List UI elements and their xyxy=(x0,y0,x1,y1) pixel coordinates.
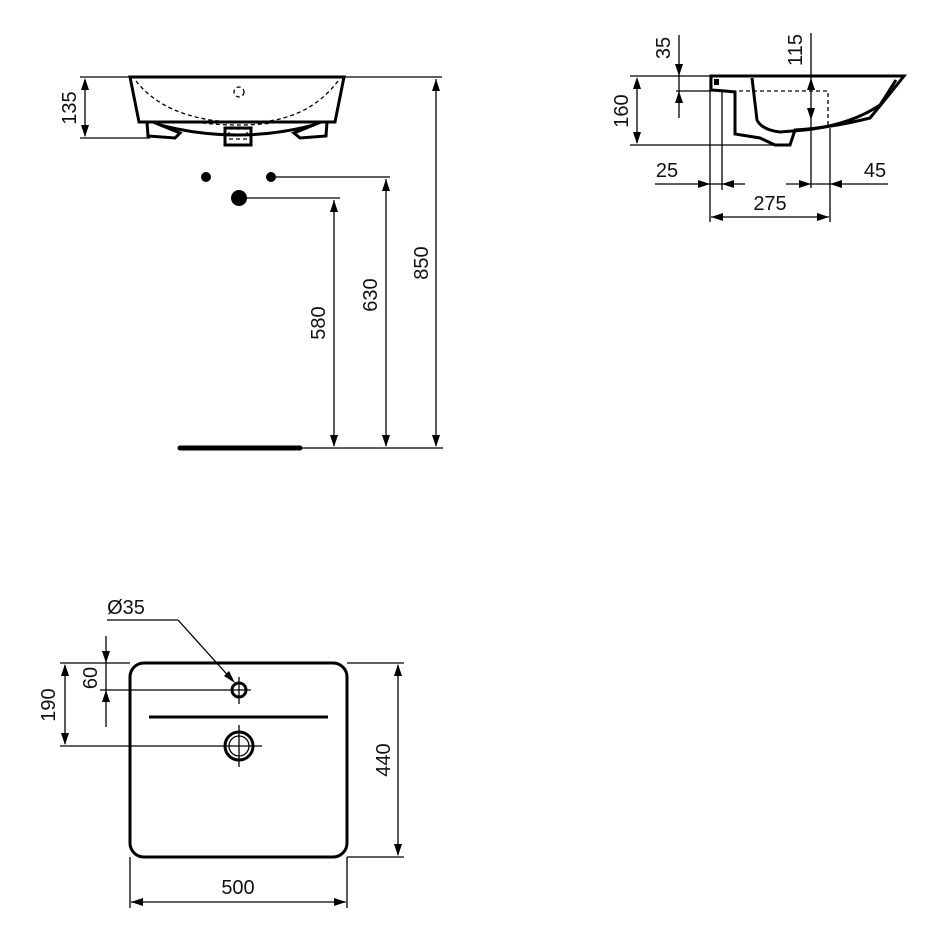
dim-tap-hole-diameter: Ø35 xyxy=(107,597,145,619)
dim-basin-height: 135 xyxy=(59,91,81,124)
dim-wall-offset: 25 xyxy=(656,160,678,182)
dim-width: 500 xyxy=(221,877,254,899)
dim-depth: 440 xyxy=(373,743,395,776)
dim-rim-height: 850 xyxy=(411,246,433,279)
dim-total-height: 160 xyxy=(611,94,633,127)
basin-side-profile xyxy=(709,74,908,147)
waste-point xyxy=(231,190,247,206)
overflow-icon xyxy=(233,86,245,98)
dim-waste-from-back: 190 xyxy=(38,688,60,721)
basin-plan-outline xyxy=(128,661,349,859)
dim-supply-height: 630 xyxy=(360,278,382,311)
dim-projection: 275 xyxy=(753,193,786,215)
dim-tap-hole-from-back: 60 xyxy=(80,667,102,689)
dim-waste-height: 580 xyxy=(308,306,330,339)
side-view: 160 35 115 25 45 275 xyxy=(611,33,908,222)
dim-bowl-depth: 115 xyxy=(785,34,807,66)
front-view: 135 580 630 850 xyxy=(59,75,443,451)
dim-waste-offset: 45 xyxy=(864,160,886,182)
basin-front-outline xyxy=(128,75,346,124)
supply-point-left xyxy=(201,172,211,182)
dim-overflow-depth: 35 xyxy=(653,37,675,59)
plan-view: Ø35 60 190 440 500 xyxy=(38,597,404,908)
supply-point-right xyxy=(266,172,276,182)
